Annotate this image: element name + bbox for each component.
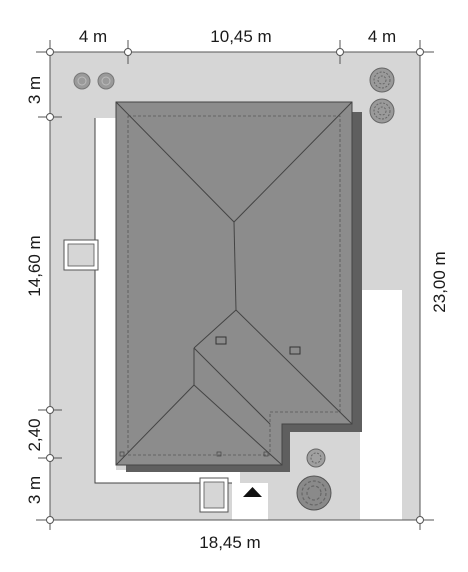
dim-top-middle: 10,45 m — [210, 27, 271, 46]
dimension-lines — [36, 40, 434, 530]
paving — [95, 118, 402, 520]
entrance-arrow-icon — [243, 487, 262, 497]
dim-right: 23,00 m — [430, 251, 449, 312]
roof-ridges — [115, 101, 353, 466]
dim-bottom: 18,45 m — [199, 533, 260, 552]
deciduous-tree-icon — [296, 475, 332, 511]
dim-left-top: 3 m — [25, 76, 44, 104]
tree-icon — [97, 72, 115, 90]
roof — [115, 101, 353, 466]
dimension-ticks — [46, 48, 424, 524]
dim-top-right: 4 m — [368, 27, 396, 46]
dim-left-middle: 14,60 m — [25, 235, 44, 296]
tree-icon — [306, 448, 326, 468]
conifer-icon — [369, 67, 395, 93]
dim-left-lower: 2,40 — [25, 418, 44, 451]
chimney — [289, 346, 301, 355]
dim-left-bottom: 3 m — [25, 476, 44, 504]
chimney — [215, 336, 227, 345]
tree-icon — [73, 72, 91, 90]
conifer-icon — [369, 98, 395, 124]
dim-top-left: 4 m — [79, 27, 107, 46]
